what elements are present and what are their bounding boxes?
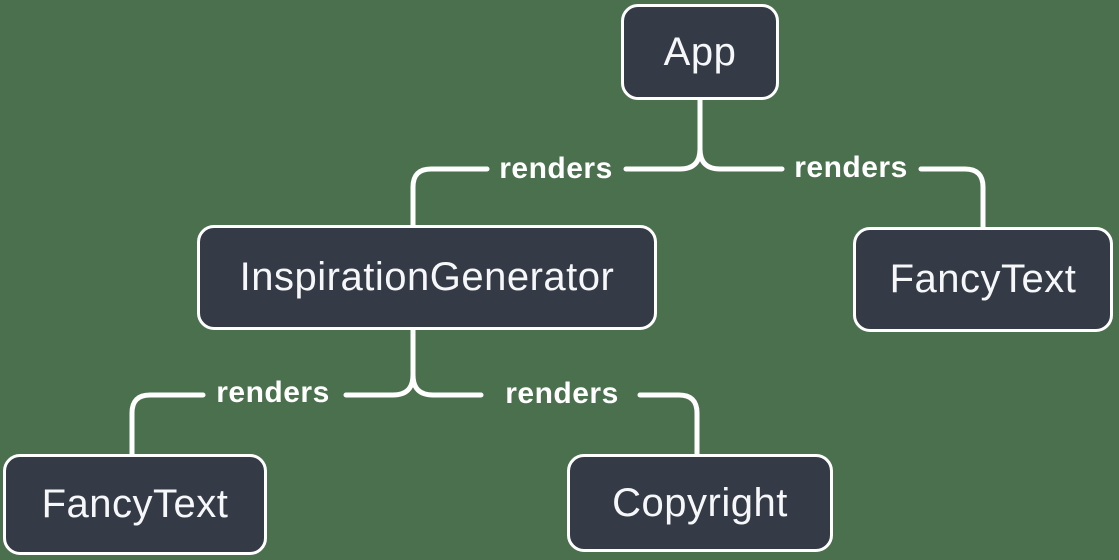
edge-label-renders: renders [794, 151, 908, 184]
node-app: App [621, 4, 779, 100]
node-copyright: Copyright [567, 454, 833, 552]
edge-label-renders: renders [216, 376, 330, 409]
edge-inspiration-generator-to-copyright [410, 326, 700, 458]
node-inspiration-generator: InspirationGenerator [197, 225, 657, 330]
edge-label-renders: renders [499, 152, 613, 185]
edge-label-renders: renders [505, 377, 619, 410]
node-fancy-text: FancyText [3, 454, 267, 555]
edge-app-to-fancy-text [697, 97, 986, 231]
node-fancy-text: FancyText [853, 227, 1113, 332]
